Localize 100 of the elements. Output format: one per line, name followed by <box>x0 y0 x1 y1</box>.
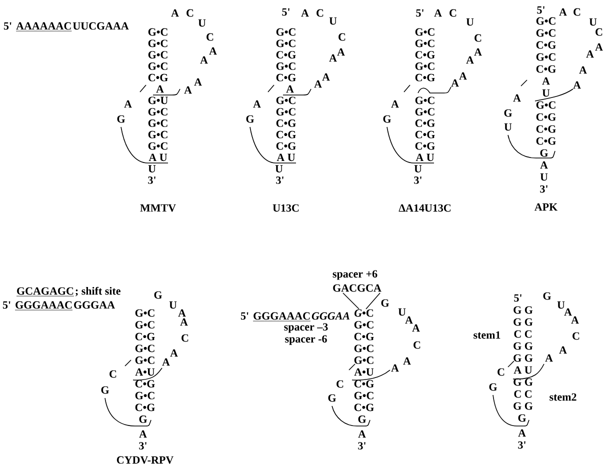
nucleotide: A <box>209 47 217 55</box>
nucleotide: C <box>336 380 344 388</box>
construct-label: APK <box>534 203 558 211</box>
nucleotide: A <box>358 430 366 438</box>
nucleotide: A <box>286 85 294 93</box>
nucleotide: A <box>391 100 399 108</box>
base-pair: G G <box>514 402 533 410</box>
nucleotide: U <box>466 18 474 26</box>
base-pair: G•C <box>415 40 434 48</box>
nucleotide: U <box>589 18 597 26</box>
nucleotide: A <box>513 94 521 102</box>
nucleotide: A <box>571 316 579 324</box>
nucleotide: A <box>579 66 587 74</box>
nucleotide: C <box>414 341 420 349</box>
nucleotide: U <box>148 165 156 172</box>
base-pair: C C <box>514 330 532 338</box>
base-pair: A U <box>148 154 168 162</box>
nucleotide: C <box>574 8 580 16</box>
base-pair: G•C <box>354 309 374 317</box>
nucleotide: G <box>543 292 551 300</box>
construct-label: MMTV <box>140 204 176 212</box>
base-pair: G•C <box>415 96 434 104</box>
nucleotide: C <box>316 9 324 17</box>
base-pair: C•G <box>276 51 296 58</box>
end-label: 3' <box>358 442 366 450</box>
nucleotide: U <box>169 301 177 309</box>
base-pair: G•C <box>148 120 168 127</box>
nucleotide: G <box>101 386 109 394</box>
end-label: 3' <box>540 185 548 193</box>
base-pair: C•G <box>415 142 435 150</box>
end-label: 5' <box>2 301 10 309</box>
end-label: 3' <box>148 176 156 184</box>
nucleotide: A <box>474 48 482 56</box>
end-label: 3' <box>276 176 284 184</box>
base-pair: C•G <box>536 125 556 133</box>
base-pair: C•G <box>536 137 556 145</box>
nucleotide: A <box>595 43 603 51</box>
nucleotide: A <box>540 161 548 169</box>
nucleotide: A <box>559 8 567 16</box>
base-pair: G G <box>514 342 533 350</box>
nucleotide: C <box>110 370 116 378</box>
end-label: 5' <box>240 312 248 320</box>
base-pair: A•U <box>354 368 374 376</box>
base-pair: G•C <box>276 40 296 48</box>
nucleotide: A <box>322 73 330 81</box>
nucleotide: C <box>182 334 188 342</box>
nucleotide: U <box>275 165 283 172</box>
sequence-text: UUCGAAA <box>72 22 129 30</box>
nucleotide: G <box>381 299 389 307</box>
nucleotide: U <box>542 89 550 97</box>
base-pair: G•C <box>536 29 556 37</box>
nucleotide: A <box>337 48 345 56</box>
end-label: 5' <box>537 6 544 14</box>
construct-label: U13C <box>272 204 299 212</box>
nucleotide: C <box>572 332 580 340</box>
sequence-text: GCAGAGC <box>16 287 74 296</box>
annotation-text: stem1 <box>474 331 500 339</box>
base-pair: G•C <box>354 321 374 328</box>
annotation-text: stem2 <box>550 393 576 401</box>
nucleotide: C <box>450 9 456 17</box>
base-pair: C•G <box>135 380 155 388</box>
nucleotide: G <box>383 115 391 123</box>
base-pair: G•C <box>415 108 434 116</box>
end-label: 5' <box>514 294 522 302</box>
nucleotide: A <box>180 318 188 326</box>
base-pair: G•C <box>148 142 168 150</box>
base-pair: C•G <box>276 74 296 82</box>
nucleotide: A <box>451 79 459 87</box>
base-pair: G•C <box>135 356 154 364</box>
base-pair: C•G <box>148 74 168 82</box>
nucleotide: A <box>545 354 553 362</box>
base-pair: C•G <box>135 404 155 412</box>
sequence-text: GGGAA <box>74 301 115 309</box>
base-pair: C•G <box>135 332 155 340</box>
base-pair: C•G <box>276 120 296 127</box>
nucleotide: A <box>405 316 413 324</box>
base-pair: C•G <box>354 332 374 340</box>
base-pair: G•C <box>536 17 556 25</box>
end-label: 3' <box>139 442 146 450</box>
annotation-text: spacer +6 <box>332 270 378 280</box>
nucleotide: G <box>518 414 526 422</box>
nucleotide: A <box>200 56 208 64</box>
nucleotide: A <box>586 50 594 58</box>
nucleotide: A <box>314 80 322 88</box>
nucleotide: A <box>329 54 337 62</box>
base-pair: G•C <box>354 344 374 352</box>
nucleotide: A <box>253 100 261 108</box>
nucleotide: A <box>139 430 147 438</box>
nucleotide: U <box>198 19 206 27</box>
base-pair: C•G <box>276 142 296 150</box>
nucleotide: A <box>156 85 164 93</box>
base-pair: G G <box>514 378 533 386</box>
nucleotide: A <box>542 77 550 85</box>
nucleotide: G <box>139 416 147 423</box>
nucleotide: U <box>329 17 337 25</box>
base-pair: C•G <box>536 65 556 73</box>
nucleotide: G <box>540 149 548 157</box>
base-pair: G•C <box>148 40 168 48</box>
base-pair: A•U <box>135 368 155 376</box>
nucleotide: A <box>403 357 411 365</box>
